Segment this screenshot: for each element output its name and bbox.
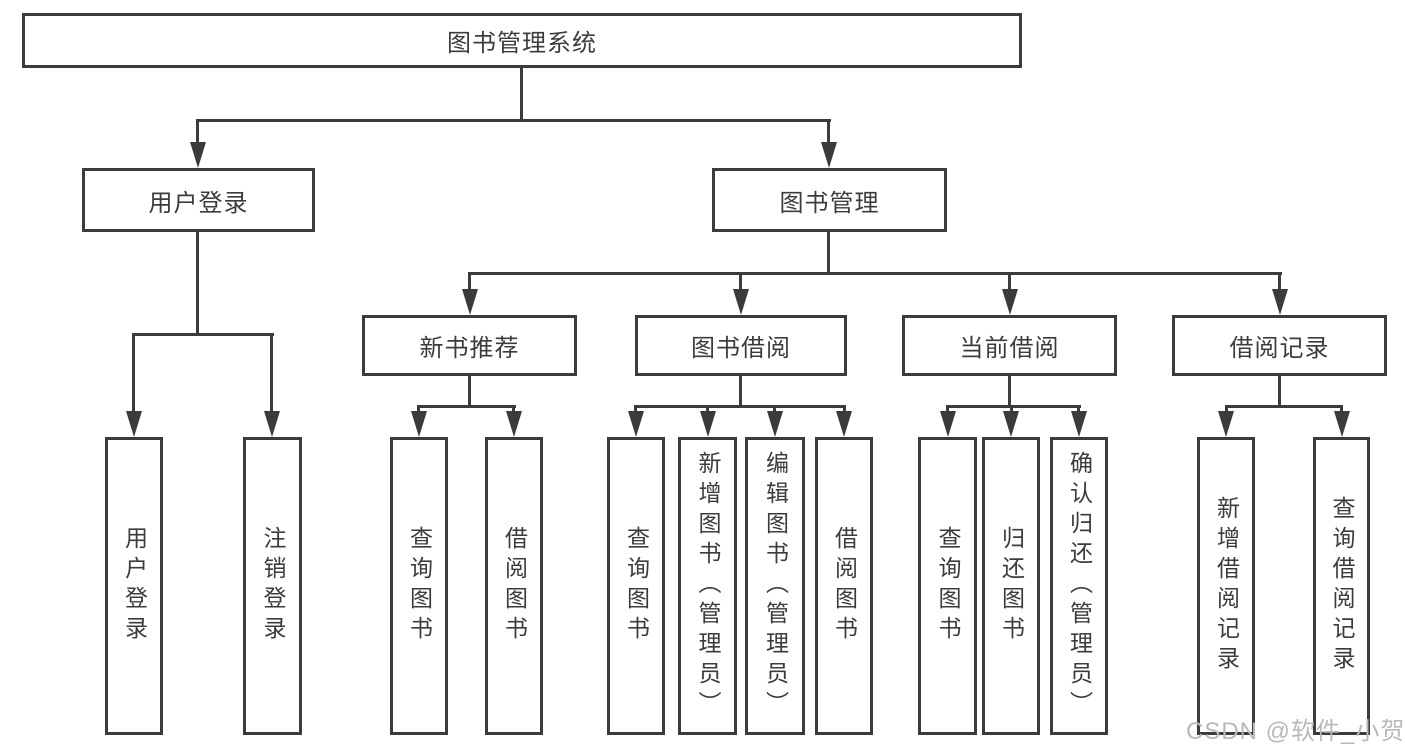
node-label: 查询借阅记录: [1329, 496, 1355, 676]
connector-hline: [197, 119, 831, 122]
connector-hline: [946, 405, 1081, 408]
node-label: 查询图书: [935, 526, 961, 646]
arrow-down-icon: [821, 142, 837, 168]
node-label: 新书推荐: [419, 335, 520, 362]
node-root: 图书管理系统: [22, 13, 1022, 68]
arrow-down-icon: [506, 411, 522, 437]
arrow-down-icon: [700, 411, 716, 437]
connector-vline: [634, 405, 637, 414]
arrow-down-icon: [411, 411, 427, 437]
leaf-query-borrow-record: 查询借阅记录: [1313, 437, 1370, 735]
arrow-down-icon: [1002, 289, 1018, 315]
leaf-borrow-book: 借阅图书: [815, 437, 873, 735]
node-user-login: 用户登录: [82, 168, 315, 232]
connector-vline: [739, 376, 742, 407]
connector-vline: [1077, 405, 1080, 414]
node-new-book-recommend: 新书推荐: [362, 315, 577, 376]
leaf-user-login: 用户登录: [105, 437, 163, 735]
leaf-confirm-return-admin: 确认归还（管理员）: [1050, 437, 1108, 735]
connector-vline: [1010, 405, 1013, 414]
node-label: 注销登录: [260, 526, 286, 646]
connector-vline: [1278, 272, 1281, 292]
node-label: 当前借阅: [959, 335, 1060, 362]
leaf-add-book-admin: 新增图书（管理员）: [678, 437, 737, 735]
node-label: 编辑图书（管理员）: [762, 451, 789, 721]
node-label: 确认归还（管理员）: [1066, 451, 1093, 721]
leaf-logout: 注销登录: [243, 437, 302, 735]
connector-vline: [706, 405, 709, 414]
connector-vline: [520, 68, 523, 121]
connector-hline: [133, 333, 274, 336]
node-label: 归还图书: [998, 526, 1025, 646]
arrow-down-icon: [1272, 289, 1288, 315]
arrow-down-icon: [733, 289, 749, 315]
node-label: 用户登录: [148, 189, 249, 217]
connector-vline: [196, 232, 199, 335]
connector-hline: [418, 405, 516, 408]
node-book-management: 图书管理: [712, 168, 947, 232]
connector-vline: [468, 376, 471, 407]
connector-vline: [1340, 405, 1343, 414]
connector-vline: [1008, 376, 1011, 407]
arrow-down-icon: [836, 411, 852, 437]
node-label: 图书管理系统: [447, 30, 597, 57]
connector-vline: [946, 405, 949, 414]
arrow-down-icon: [1218, 411, 1234, 437]
node-label: 借阅记录: [1229, 335, 1330, 362]
connector-vline: [827, 119, 830, 145]
connector-vline: [512, 405, 515, 414]
arrow-down-icon: [264, 411, 280, 437]
node-label: 新增借阅记录: [1213, 496, 1240, 676]
connector-vline: [132, 333, 135, 414]
leaf-edit-book-admin: 编辑图书（管理员）: [745, 437, 805, 735]
node-label: 查询图书: [623, 526, 650, 646]
leaf-borrow-book-recommend: 借阅图书: [485, 437, 543, 735]
connector-vline: [1008, 272, 1011, 292]
node-label: 查询图书: [406, 526, 433, 646]
node-label: 借阅图书: [831, 526, 858, 646]
leaf-return-book: 归还图书: [982, 437, 1040, 735]
connector-vline: [739, 272, 742, 292]
node-label: 用户登录: [121, 526, 148, 646]
connector-vline: [196, 119, 199, 145]
connector-vline: [827, 232, 830, 274]
connector-vline: [417, 405, 420, 414]
arrow-down-icon: [767, 411, 783, 437]
connector-vline: [773, 405, 776, 414]
connector-vline: [843, 405, 846, 414]
leaf-add-borrow-record: 新增借阅记录: [1197, 437, 1255, 735]
node-label: 图书管理: [779, 189, 880, 217]
node-label: 图书借阅: [691, 335, 791, 362]
arrow-down-icon: [1334, 411, 1350, 437]
arrow-down-icon: [126, 411, 142, 437]
arrow-down-icon: [190, 142, 206, 168]
connector-vline: [1278, 376, 1281, 407]
connector-vline: [468, 272, 471, 292]
arrow-down-icon: [628, 411, 644, 437]
connector-hline: [1225, 405, 1343, 408]
arrow-down-icon: [1071, 411, 1087, 437]
leaf-query-book-recommend: 查询图书: [390, 437, 448, 735]
arrow-down-icon: [940, 411, 956, 437]
connector-vline: [270, 333, 273, 414]
leaf-query-book-borrowing: 查询图书: [607, 437, 665, 735]
arrow-down-icon: [1003, 411, 1019, 437]
connector-hline: [634, 405, 846, 408]
node-borrowing-records: 借阅记录: [1172, 315, 1387, 376]
leaf-query-book-current: 查询图书: [918, 437, 977, 735]
node-book-borrowing: 图书借阅: [635, 315, 847, 376]
node-label: 新增图书（管理员）: [695, 451, 721, 721]
node-label: 借阅图书: [501, 526, 528, 646]
node-current-borrowing: 当前借阅: [902, 315, 1117, 376]
connector-hline: [468, 272, 1282, 275]
connector-vline: [1225, 405, 1228, 414]
arrow-down-icon: [462, 289, 478, 315]
csdn-watermark: CSDN @软件_小贺同学: [1186, 718, 1405, 745]
